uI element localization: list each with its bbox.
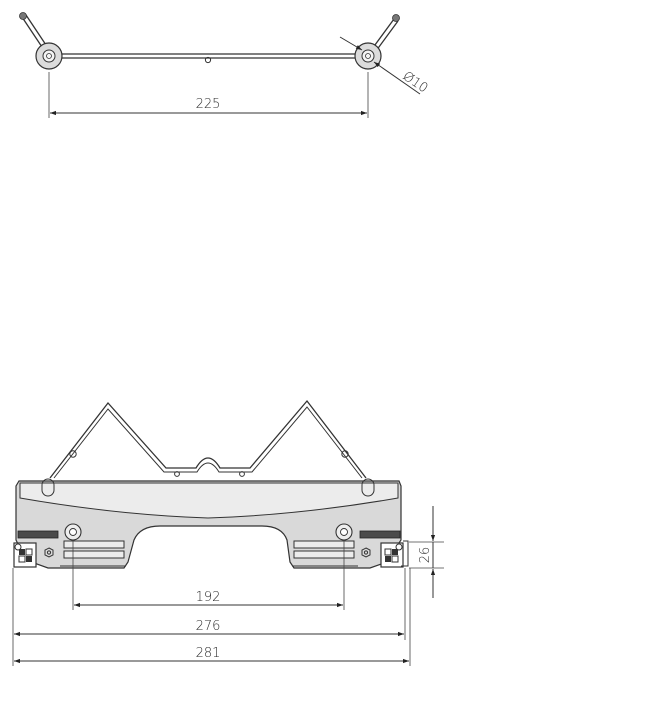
dim-diameter-label: Ø10 [400,69,431,96]
left-hex-nut [44,547,54,558]
right-wire-arm [375,20,399,52]
wire-frame [49,399,367,479]
dim-26-label: 26 [418,547,433,564]
right-wire-arm [371,18,395,50]
left-slide-rail [63,550,125,559]
front-view: 26 192 276 281 [12,399,444,666]
dim-281-label: 281 [196,646,221,661]
wire-knob [341,450,349,458]
left-wire-tip [19,12,27,20]
left-wire-arm [25,14,49,49]
wire-knob [69,450,77,458]
right-top-slot [361,478,375,497]
right-slide-rail [293,550,355,559]
wire-frame-inner [53,406,363,479]
right-hook-profile [401,540,409,567]
left-bushing-hole [42,49,56,63]
dim-225-label: 225 [196,97,221,112]
right-hex-nut [361,547,371,558]
bracket-upper-strip [19,482,399,519]
right-slide-rail [293,540,355,549]
left-dark-rail [17,530,59,539]
dim-diameter-leader [373,61,421,95]
right-dark-rail [359,530,401,539]
dim-192-label: 192 [196,590,221,605]
left-slide-rail [63,540,125,549]
left-wire-arm [21,16,45,51]
left-top-slot [41,478,55,497]
right-bushing-hole [361,49,375,63]
right-wire-tip [392,14,400,22]
top-center-pin [204,56,212,64]
dim-diameter-leader [339,36,363,51]
top-view: 225 Ø10 [19,12,431,118]
dim-276-label: 276 [196,619,221,634]
